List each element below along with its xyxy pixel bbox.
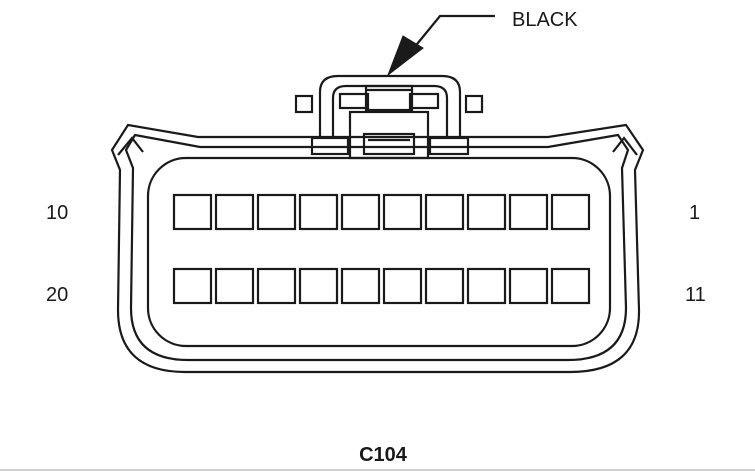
pin-cavity-12 [508,267,549,305]
latch-center-block [364,84,414,112]
housing-inner-outline [124,133,630,362]
latch-left-block [338,92,370,110]
callout-leader-line [403,14,495,61]
pin-cavity-5 [382,193,423,231]
pin-cavity-10 [172,193,213,231]
locking-latch [294,74,484,160]
pin-face [146,156,612,348]
right-ear-notch [612,136,638,156]
latch-key [362,132,416,156]
pin-cavity-17 [298,267,339,305]
left-ear-notch [117,136,144,156]
pin-cavity-4 [424,193,465,231]
row2-left-label: 20 [46,284,68,306]
pin-cavity-13 [466,267,507,305]
pin-cavity-16 [340,267,381,305]
row1-right-label: 1 [689,202,700,224]
connector-id: C104 [359,444,408,466]
row1-left-label: 10 [46,202,68,224]
pin-cavity-6 [340,193,381,231]
latch-body [348,110,430,160]
pin-cavity-2 [508,193,549,231]
pin-cavity-9 [214,193,255,231]
pin-cavity-11 [550,267,591,305]
pin-cavity-19 [214,267,255,305]
pin-cavity-7 [298,193,339,231]
latch-right-tab [464,94,484,114]
color-label: BLACK [512,9,578,31]
latch-left-tab [294,94,314,114]
connector-housing [110,123,645,374]
pin-cavity-14 [424,267,465,305]
latch-left-foot [310,136,350,156]
housing-outer-outline [110,123,645,374]
pin-cavity-1 [550,193,591,231]
row2-right-label: 11 [685,284,706,306]
pin-cavity-20 [172,267,213,305]
color-callout: BLACK [386,9,578,77]
latch-right-block [408,92,440,110]
pin-cavities [172,193,591,305]
pin-cavity-18 [256,267,297,305]
pin-cavity-8 [256,193,297,231]
latch-outer [318,74,462,136]
callout-arrow-icon [386,35,424,77]
pin-cavity-15 [382,267,423,305]
pin-cavity-3 [466,193,507,231]
bottom-divider [0,469,755,471]
latch-right-foot [428,136,470,156]
